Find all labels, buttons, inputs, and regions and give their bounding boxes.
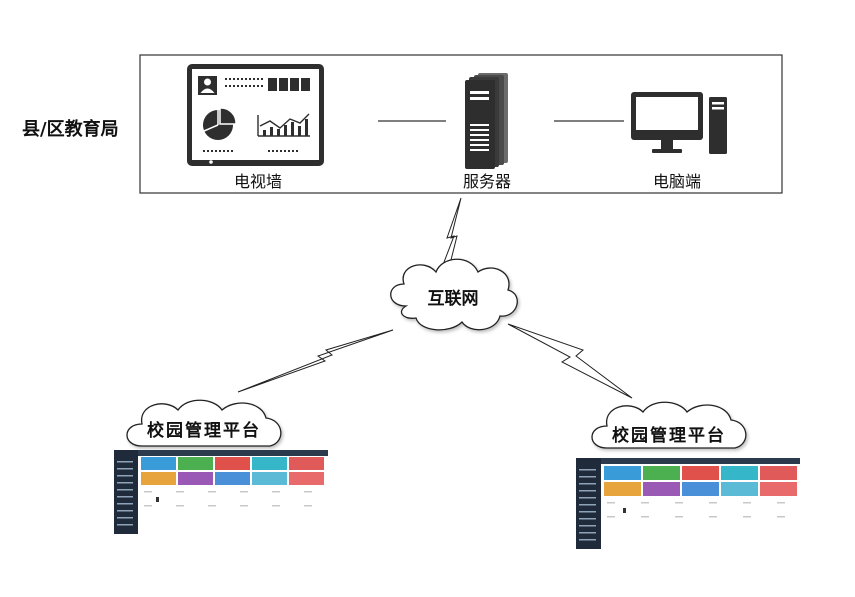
video-wall-icon — [187, 64, 324, 166]
campus-dashboard-right — [576, 458, 800, 549]
campus-dashboard-left — [114, 450, 328, 534]
server-icon — [465, 73, 508, 169]
lightning-link-left — [237, 329, 394, 393]
campus-label-left: 校园管理平台 — [147, 420, 261, 441]
video-wall-label: 电视墙 — [234, 172, 282, 191]
lightning-link-right — [507, 323, 633, 399]
campus-label-right: 校园管理平台 — [612, 425, 726, 446]
internet-cloud-icon — [390, 258, 518, 331]
computer-icon — [631, 92, 727, 154]
campus-cloud-right — [591, 401, 747, 449]
bureau-label: 县/区教育局 — [22, 118, 119, 140]
internet-label: 互联网 — [428, 289, 479, 309]
campus-cloud-left — [126, 399, 282, 447]
computer-label: 电脑端 — [653, 172, 701, 191]
server-label: 服务器 — [463, 172, 511, 191]
